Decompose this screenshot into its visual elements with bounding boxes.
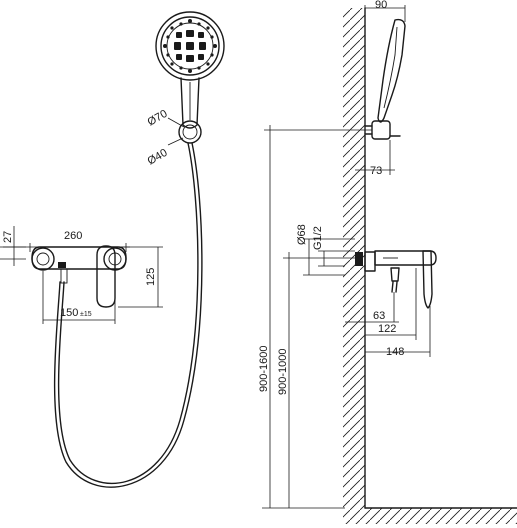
body-depth-label: 122 [378, 323, 396, 335]
lever-depth-label: 148 [386, 346, 404, 358]
diameter-leaders: Ø70 Ø40 [146, 108, 185, 168]
handshower-offset-label: 73 [370, 165, 382, 177]
mixer-side [355, 251, 436, 308]
handshower-width-label: 90 [375, 0, 387, 11]
dim-body-depth: 122 [365, 268, 416, 340]
inlet-spacing-label: 150 [60, 307, 78, 319]
mixer-width-label: 260 [64, 230, 82, 242]
wall-holder-front [179, 121, 201, 143]
dim-inlet-spacing: 150 ±15 [43, 271, 115, 324]
spout-offset-label: 63 [373, 310, 385, 322]
front-view: Ø70 Ø40 260 27 [0, 12, 224, 487]
handshower-side [365, 20, 405, 139]
dim-handshower-width: 90 [365, 0, 405, 22]
side-view: 90 73 Ø68 [258, 0, 517, 524]
wall [343, 8, 517, 524]
holder-height-label: 900-1600 [258, 346, 270, 393]
mixer-top-label: 27 [2, 231, 14, 243]
holder-diameter-label: Ø40 [146, 147, 170, 168]
shower-head-front [156, 12, 224, 80]
head-diameter-label: Ø70 [146, 108, 170, 129]
inlet-spacing-tolerance-label: ±15 [80, 311, 92, 318]
dim-mixer-top: 27 [0, 226, 26, 266]
dim-mixer-height: 125 [118, 247, 163, 307]
cover-diameter-label: Ø68 [296, 224, 308, 245]
mixer-height-range-label: 900-1000 [277, 349, 289, 396]
mixer-front [32, 246, 126, 307]
nozzle-grid [163, 19, 217, 73]
mixer-height-label: 125 [145, 268, 157, 286]
thread-label: G1/2 [312, 226, 324, 250]
